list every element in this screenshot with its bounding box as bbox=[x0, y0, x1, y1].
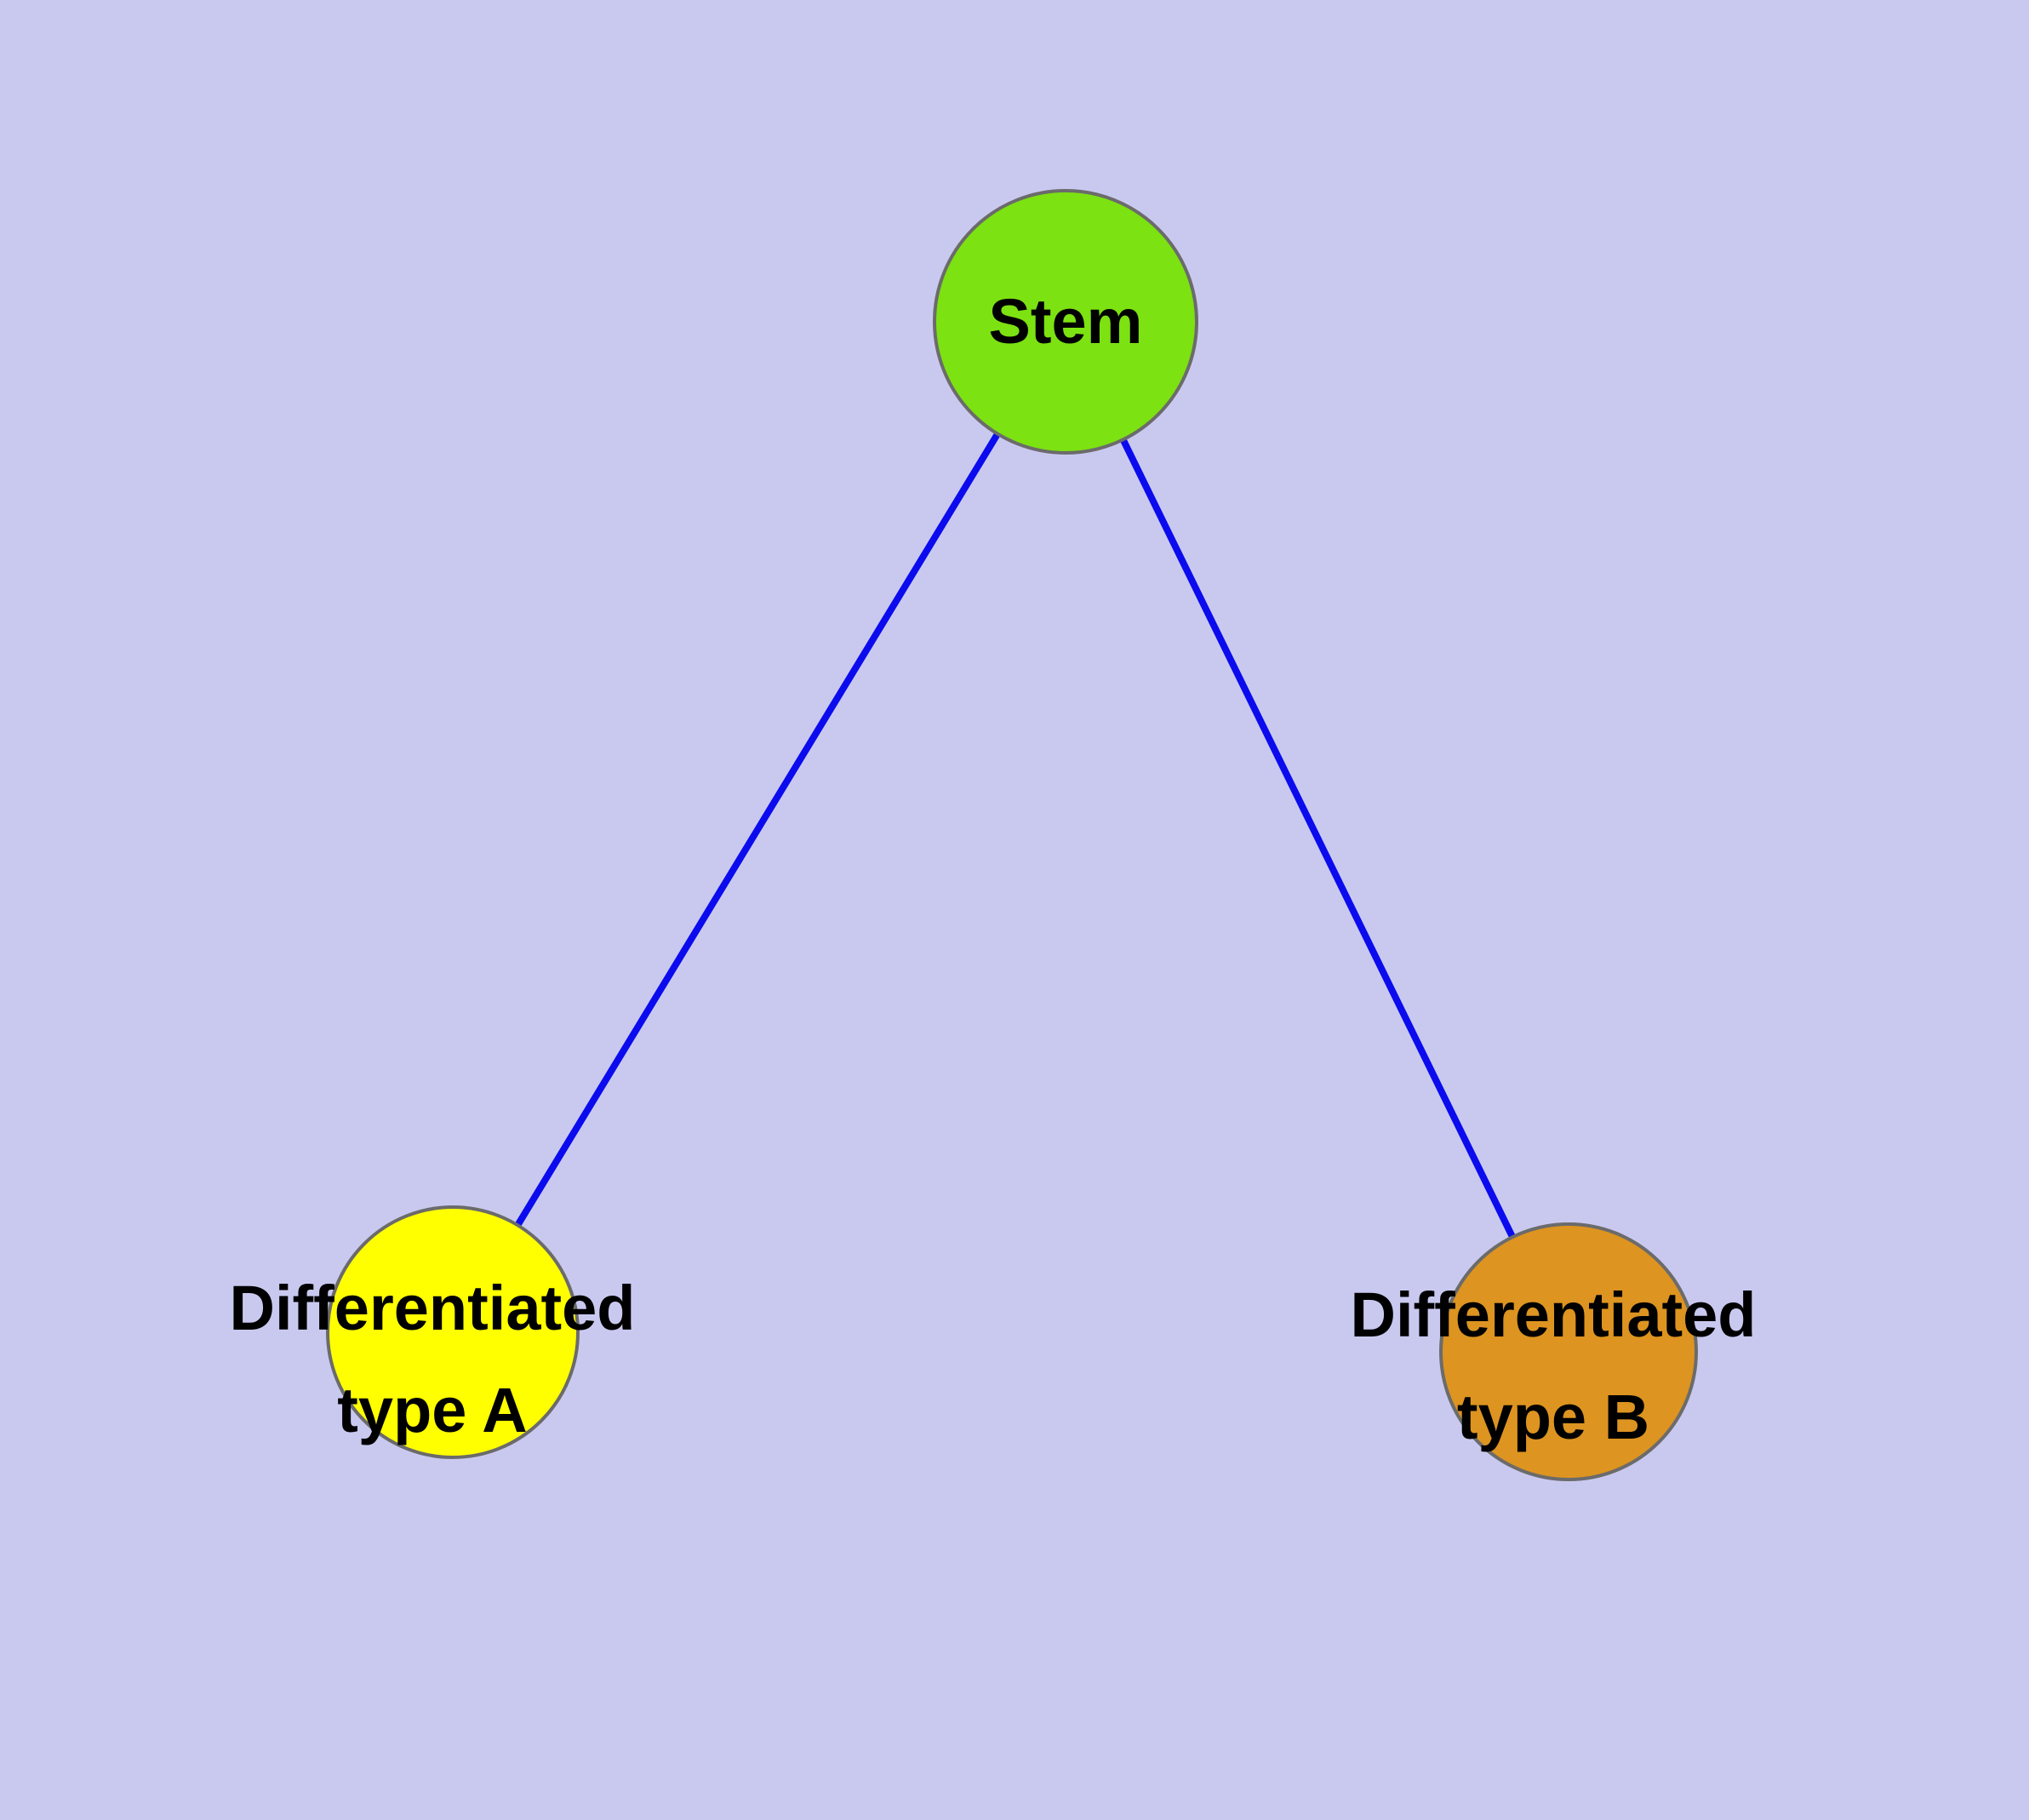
typeA-node-label-line1: Differentiated bbox=[230, 1273, 636, 1343]
typeB-node-circle bbox=[1439, 1222, 1698, 1481]
typeA-node-label-line2: type A bbox=[337, 1375, 527, 1445]
stem-node-circle bbox=[933, 189, 1198, 455]
node-stem: Stem bbox=[933, 189, 1198, 455]
node-differentiated-type-b: Differentiated type B bbox=[1351, 1222, 1757, 1481]
edge-stem-to-typeB bbox=[1062, 320, 1572, 1354]
typeB-node-label-line1: Differentiated bbox=[1351, 1279, 1757, 1350]
typeA-node-circle bbox=[326, 1205, 580, 1459]
typeB-node-label-line2: type B bbox=[1457, 1382, 1649, 1452]
edge-stem-to-typeA bbox=[449, 319, 1069, 1335]
node-differentiated-type-a: Differentiated type A bbox=[230, 1205, 636, 1459]
stem-node-label: Stem bbox=[989, 286, 1143, 357]
